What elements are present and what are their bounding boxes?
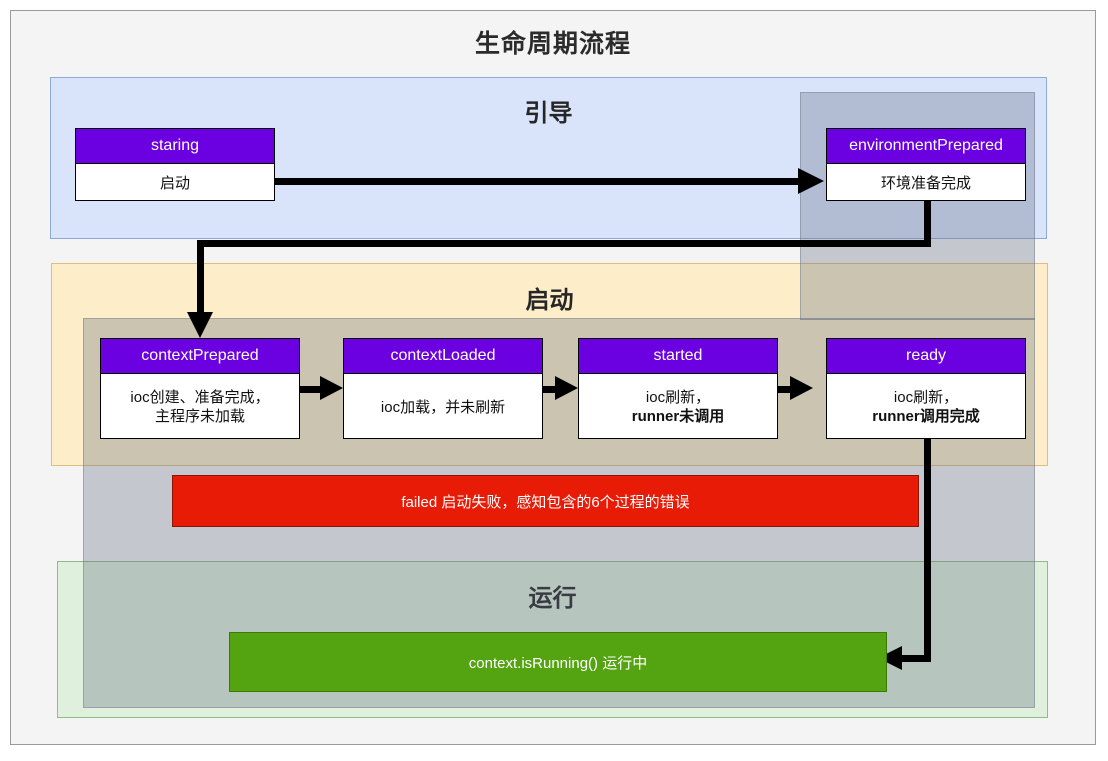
state-node-staring-desc: 启动 xyxy=(159,174,190,192)
connector-environmentprepared-down xyxy=(924,200,931,247)
state-node-ready-desc-line2: runner调用完成 xyxy=(872,408,980,425)
state-node-environmentprepared-title: environmentPrepared xyxy=(827,129,1025,164)
state-node-ready-desc-line1: ioc刷新， xyxy=(893,389,959,406)
state-node-started-desc-line2: runner未调用 xyxy=(631,408,725,425)
arrowhead-right-icon xyxy=(555,376,578,400)
state-node-started-desc: ioc刷新， runner未调用 xyxy=(579,374,777,440)
state-node-environmentprepared-desc: 环境准备完成 xyxy=(880,174,971,192)
status-bar-failed[interactable]: failed 启动失败，感知包含的6个过程的错误 xyxy=(172,475,919,527)
status-bar-running[interactable]: context.isRunning() 运行中 xyxy=(229,632,887,692)
phase-label-startup: 启动 xyxy=(525,287,574,314)
connector-contextprepared-to-contextloaded xyxy=(300,386,326,393)
state-node-contextprepared-desc-line1: ioc创建、准备完成， xyxy=(130,389,270,406)
arrowhead-right-icon xyxy=(790,376,813,400)
connector-ready-to-running xyxy=(898,655,931,662)
connector-staring-to-environmentprepared xyxy=(275,178,805,185)
state-node-staring[interactable]: staring 启动 xyxy=(75,128,275,201)
connector-started-to-ready xyxy=(778,386,796,393)
state-node-started[interactable]: started ioc刷新， runner未调用 xyxy=(578,338,778,439)
phase-label-running: 运行 xyxy=(528,585,577,612)
connector-environmentprepared-left xyxy=(197,240,931,247)
phase-label-bootstrap: 引导 xyxy=(524,100,573,127)
state-node-contextloaded-desc: ioc加载，并未刷新 xyxy=(380,398,506,416)
state-node-ready-title: ready xyxy=(827,339,1025,374)
arrowhead-down-icon xyxy=(187,312,213,338)
connector-to-contextprepared-down xyxy=(197,240,204,318)
state-node-started-title: started xyxy=(579,339,777,374)
state-node-contextprepared[interactable]: contextPrepared ioc创建、准备完成， 主程序未加载 xyxy=(100,338,300,439)
state-node-contextloaded[interactable]: contextLoaded ioc加载，并未刷新 xyxy=(343,338,543,439)
state-node-ready-desc: ioc刷新， runner调用完成 xyxy=(827,374,1025,440)
state-node-started-desc-line1: ioc刷新， xyxy=(645,389,711,406)
arrowhead-right-icon xyxy=(798,168,824,194)
arrowhead-right-icon xyxy=(320,376,343,400)
state-node-contextprepared-desc: ioc创建、准备完成， 主程序未加载 xyxy=(101,374,299,440)
connector-contextloaded-to-started xyxy=(543,386,561,393)
state-node-ready[interactable]: ready ioc刷新， runner调用完成 xyxy=(826,338,1026,439)
state-node-environmentprepared[interactable]: environmentPrepared 环境准备完成 xyxy=(826,128,1026,201)
state-node-contextloaded-title: contextLoaded xyxy=(344,339,542,374)
page-title: 生命周期流程 xyxy=(474,30,631,58)
state-node-staring-title: staring xyxy=(76,129,274,164)
state-node-contextprepared-title: contextPrepared xyxy=(101,339,299,374)
highlight-overlay-upper xyxy=(800,92,1035,320)
state-node-contextprepared-desc-line2: 主程序未加载 xyxy=(154,408,245,425)
connector-ready-down xyxy=(924,439,931,662)
